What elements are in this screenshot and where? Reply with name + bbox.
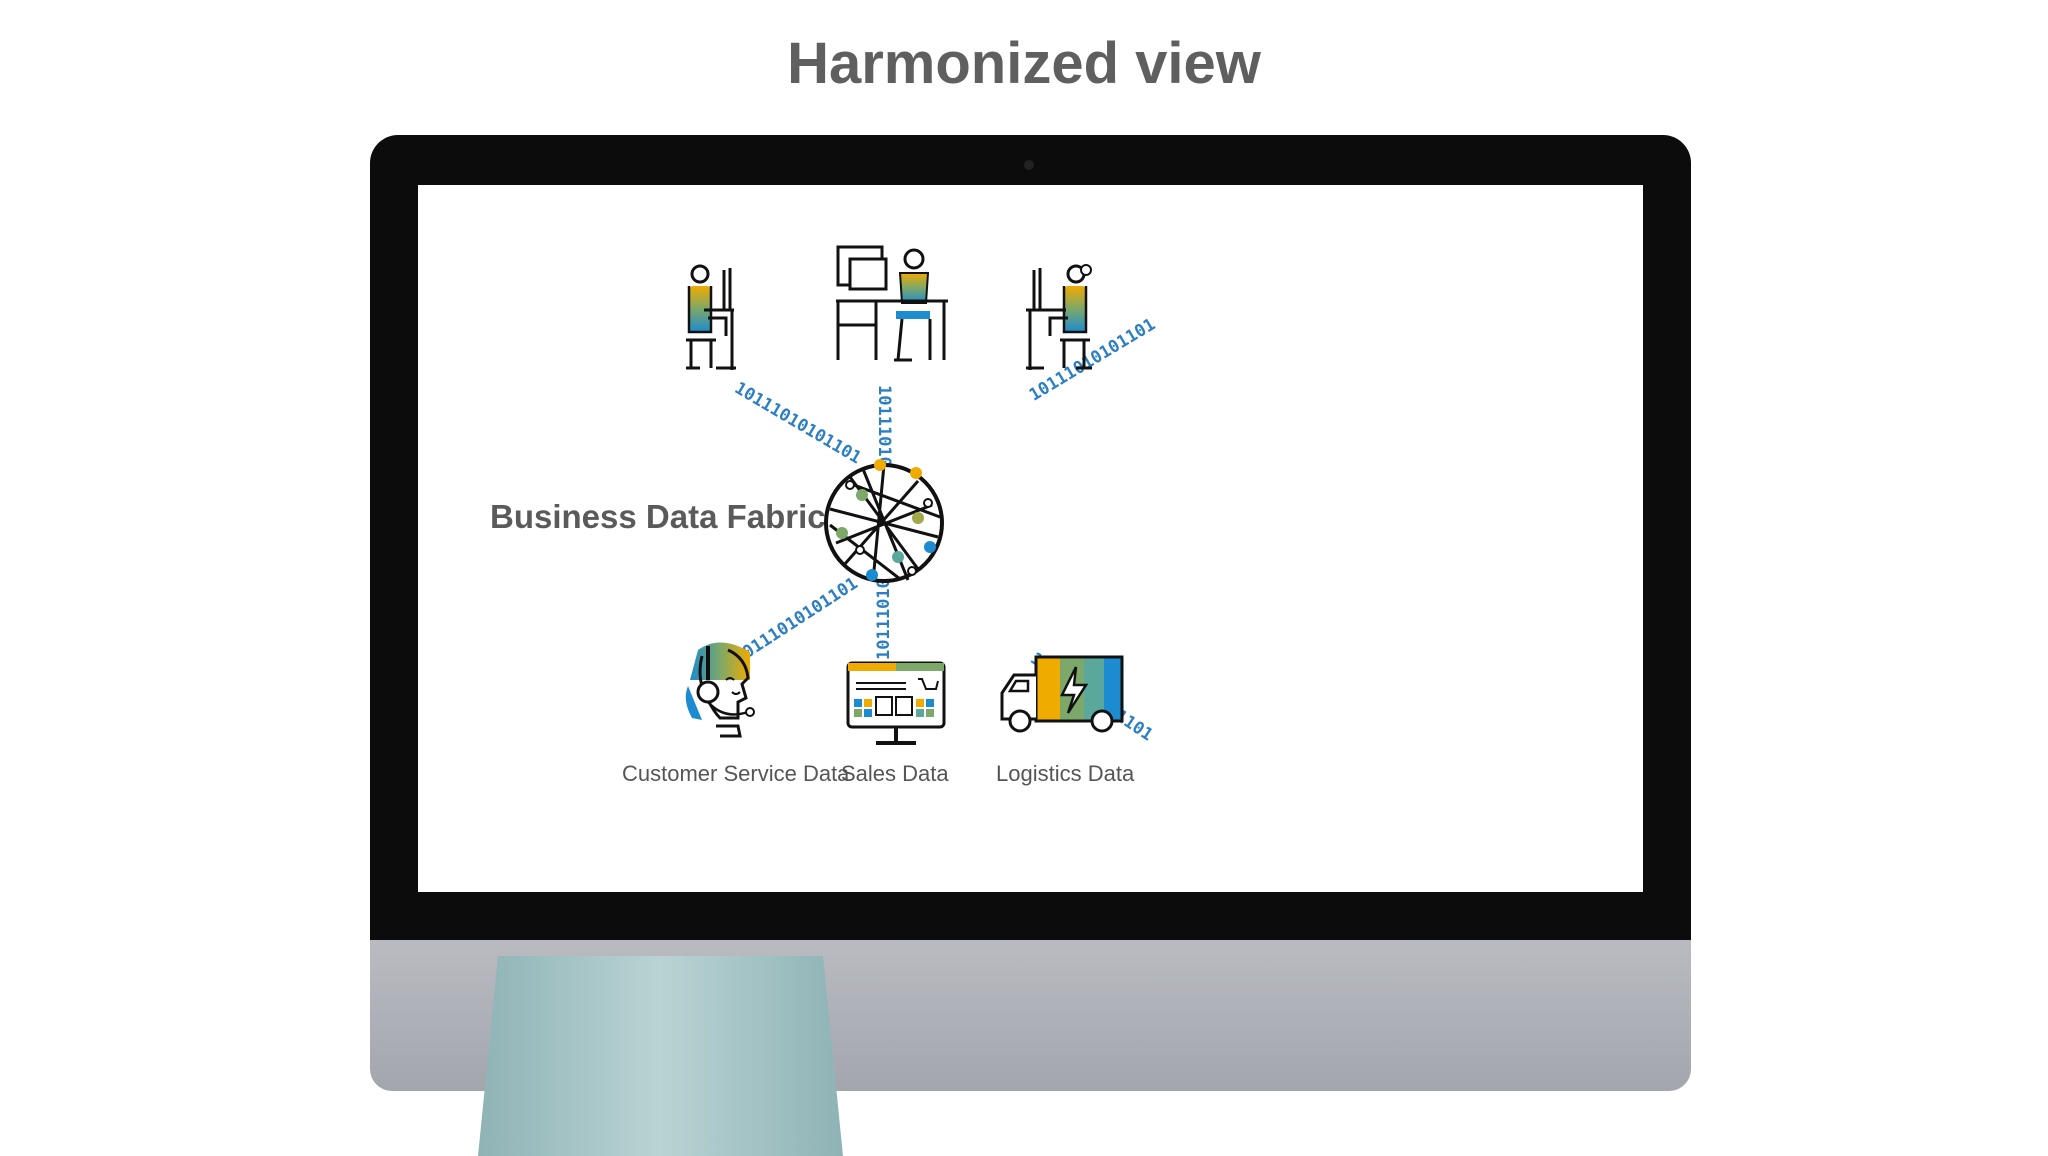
network-globe-icon [824,459,944,583]
fabric-label: Business Data Fabric [490,498,826,535]
binary-stream-upper-right: 10111010101101 [1026,315,1159,406]
page-title: Harmonized view [787,31,1261,96]
delivery-truck-icon [1000,655,1124,733]
monitor-screen: Business Data Fabric 10 [418,185,1643,892]
node-label-sales: Sales Data [841,761,949,786]
monitor-bezel: Business Data Fabric 10 [370,135,1691,940]
binary-stream-lower-left: 10111010101101 [731,574,862,669]
sales-monitor-icon [846,661,946,745]
node-label-customer-service: Customer Service Data [622,761,850,786]
monitor-stand [478,956,843,1156]
monitor: Business Data Fabric 10 [370,135,1691,1091]
svg-text:10111010101101: 10111010101101 [1026,315,1159,406]
camera-dot [1024,160,1034,170]
person-at-workstation-icon [836,245,948,362]
binary-stream-upper-left: 10111010101101 [731,378,865,468]
svg-text:10111010101101: 10111010101101 [731,378,865,468]
svg-text:10111010101101: 10111010101101 [731,574,862,669]
person-at-desk-icon [1026,264,1092,370]
node-label-logistics: Logistics Data [996,761,1135,786]
person-at-desk-icon [686,264,736,370]
customer-service-headset-icon [685,642,755,738]
data-fabric-diagram: 10111010101101 10111010101101 1011101010… [685,245,1159,745]
